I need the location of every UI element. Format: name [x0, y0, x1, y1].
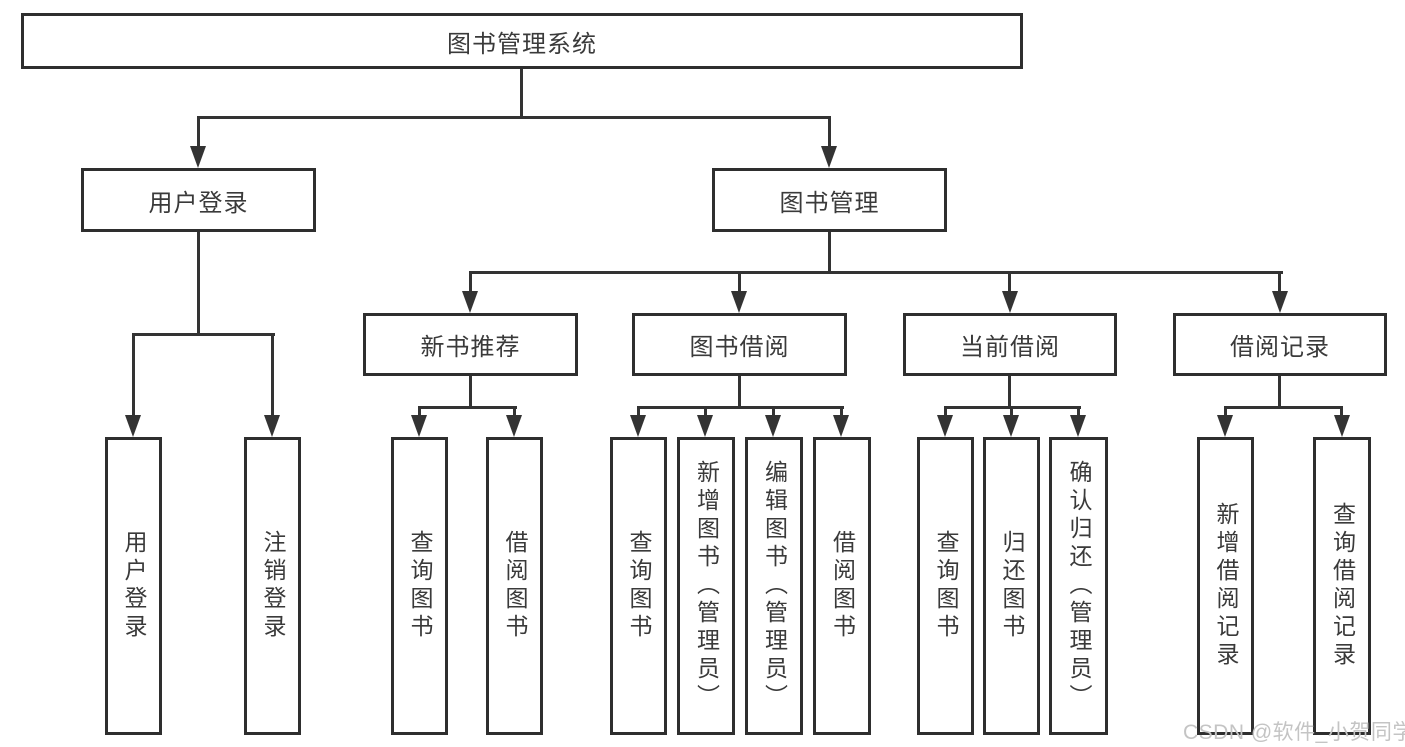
node-label: 图书管理 [779, 189, 880, 217]
node-edit-books-admin: 编辑图书（管理员） [745, 437, 803, 735]
node-label: 注销登录 [260, 530, 286, 642]
node-book-borrowing: 图书借阅 [632, 313, 847, 376]
node-label: 确认归还（管理员） [1066, 460, 1092, 712]
connector-drop-logout [271, 336, 274, 415]
node-label: 新增借阅记录 [1213, 502, 1239, 670]
connector-drop [1010, 409, 1013, 415]
arrow-down-icon [1003, 415, 1019, 437]
connector-recommend-rail [418, 406, 517, 409]
node-label: 查询图书 [407, 530, 433, 642]
connector-records-rail [1224, 406, 1343, 409]
node-return-books: 归还图书 [983, 437, 1040, 735]
node-user-login-leaf: 用户登录 [105, 437, 162, 735]
arrow-down-icon [1217, 415, 1233, 437]
connector-records-stem [1278, 376, 1281, 409]
connector-drop-recommend [469, 274, 472, 291]
arrow-down-icon [125, 415, 141, 437]
connector-drop-user-login [132, 336, 135, 415]
connector-drop-current [1008, 274, 1011, 291]
node-query-books-current: 查询图书 [917, 437, 974, 735]
arrow-down-icon [411, 415, 427, 437]
connector-drop [840, 409, 843, 415]
connector-drop-borrow [738, 274, 741, 291]
connector-recommend-stem [469, 376, 472, 409]
node-label: 图书借阅 [689, 334, 790, 361]
connector-current-stem [1008, 376, 1011, 409]
arrow-down-icon [731, 291, 747, 313]
node-borrow-books-borrow: 借阅图书 [813, 437, 871, 735]
node-label: 借阅图书 [829, 530, 856, 642]
node-library-system: 图书管理系统 [21, 13, 1023, 69]
connector-management-stem [828, 232, 831, 274]
node-logout: 注销登录 [244, 437, 301, 735]
arrow-down-icon [821, 146, 837, 168]
connector-drop [1077, 409, 1080, 415]
arrow-down-icon [937, 415, 953, 437]
arrow-down-icon [506, 415, 522, 437]
arrow-down-icon [833, 415, 849, 437]
node-query-books-borrow: 查询图书 [610, 437, 667, 735]
csdn-watermark: CSDN @软件_小贺同学 [1183, 721, 1405, 744]
node-query-books-recommend: 查询图书 [391, 437, 448, 735]
connector-drop [1224, 409, 1227, 415]
node-label: 归还图书 [999, 530, 1025, 642]
arrow-down-icon [697, 415, 713, 437]
node-borrow-books-recommend: 借阅图书 [486, 437, 543, 735]
connector-root-stem [520, 69, 523, 119]
connector-drop [418, 409, 421, 415]
connector-login-stem [197, 232, 200, 336]
connector-drop [513, 409, 516, 415]
node-new-book-recommend: 新书推荐 [363, 313, 578, 376]
node-label: 当前借阅 [960, 334, 1060, 361]
node-user-login: 用户登录 [81, 168, 316, 232]
arrow-down-icon [1002, 291, 1018, 313]
connector-drop [1340, 409, 1343, 415]
arrow-down-icon [630, 415, 646, 437]
node-query-borrow-record: 查询借阅记录 [1313, 437, 1371, 735]
node-label: 借阅记录 [1230, 334, 1330, 361]
connector-drop [772, 409, 775, 415]
connector-drop-management [828, 119, 831, 146]
connector-drop [944, 409, 947, 415]
connector-current-rail [944, 406, 1081, 409]
node-label: 用户登录 [148, 189, 249, 217]
node-label: 查询图书 [933, 530, 959, 642]
node-label: 新书推荐 [420, 334, 521, 361]
node-label: 查询图书 [626, 530, 652, 642]
connector-drop [637, 409, 640, 415]
connector-root-rail [197, 116, 831, 119]
node-label: 借阅图书 [502, 530, 528, 642]
node-add-books-admin: 新增图书（管理员） [677, 437, 735, 735]
arrow-down-icon [1334, 415, 1350, 437]
connector-management-rail [469, 271, 1283, 274]
node-label: 新增图书（管理员） [693, 460, 720, 712]
node-label: 编辑图书（管理员） [761, 460, 788, 712]
node-label: 图书管理系统 [447, 30, 597, 58]
node-label: 查询借阅记录 [1329, 502, 1356, 670]
arrow-down-icon [190, 146, 206, 168]
connector-drop-login [197, 119, 200, 146]
connector-login-rail [132, 333, 275, 336]
arrow-down-icon [1272, 291, 1288, 313]
arrow-down-icon [1070, 415, 1086, 437]
connector-borrow-rail [637, 406, 844, 409]
arrow-down-icon [765, 415, 781, 437]
arrow-down-icon [462, 291, 478, 313]
connector-drop-records [1278, 274, 1281, 291]
node-confirm-return-admin: 确认归还（管理员） [1049, 437, 1108, 735]
node-borrowing-records: 借阅记录 [1173, 313, 1387, 376]
node-label: 用户登录 [121, 530, 147, 642]
node-current-borrowing: 当前借阅 [903, 313, 1117, 376]
node-add-borrow-record: 新增借阅记录 [1197, 437, 1254, 735]
connector-drop [704, 409, 707, 415]
node-book-management: 图书管理 [712, 168, 947, 232]
connector-borrow-stem [738, 376, 741, 409]
arrow-down-icon [264, 415, 280, 437]
